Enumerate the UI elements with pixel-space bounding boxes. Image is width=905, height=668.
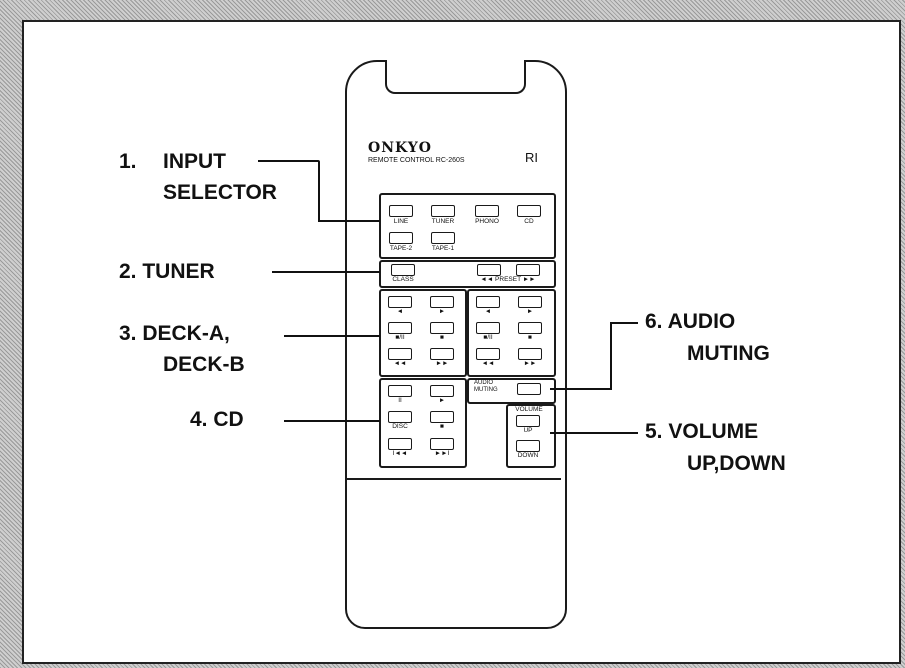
callout-tuner [272, 271, 380, 273]
cd-next-label: ►►I [434, 450, 450, 457]
label-input-line1: INPUT [163, 150, 226, 173]
label-volume-line2: UP,DOWN [687, 452, 786, 475]
volume-down-label: DOWN [517, 452, 539, 459]
deck-b-ff-button[interactable] [518, 348, 542, 360]
deck-b-rewind-button[interactable] [476, 348, 500, 360]
deck-a-reverse-label: ◄ [396, 308, 404, 315]
deck-a-stop-button[interactable] [430, 322, 454, 334]
deck-a-ff-label: ►► [435, 360, 449, 367]
phono-label: PHONO [475, 218, 499, 225]
brand-logo: ONKYO [368, 140, 432, 156]
line-button[interactable] [389, 205, 413, 217]
callout-volume [550, 432, 638, 434]
cd-stop-button[interactable] [430, 411, 454, 423]
callout-cd [284, 420, 380, 422]
class-button[interactable] [391, 264, 415, 276]
deck-b-stop-label: ■ [528, 334, 532, 341]
deck-b-reverse-label: ◄ [484, 308, 492, 315]
preset-down-button[interactable] [477, 264, 501, 276]
deck-b-pause-button[interactable] [476, 322, 500, 334]
cd-input-button[interactable] [517, 205, 541, 217]
deck-a-play-button[interactable] [430, 296, 454, 308]
muting-section [467, 378, 556, 404]
audio-muting-button[interactable] [517, 383, 541, 395]
cd-disc-button[interactable] [388, 411, 412, 423]
ri-logo: RI [525, 150, 538, 165]
label-input-number: 1. [119, 150, 137, 173]
volume-up-label: UP [523, 427, 533, 434]
deck-a-stop-label: ■ [440, 334, 444, 341]
cd-pause-label: II [398, 397, 402, 404]
callout-input-h1 [258, 160, 318, 162]
input-selector-section [379, 193, 556, 259]
remote-top-window [385, 60, 526, 94]
deck-b-ff-label: ►► [523, 360, 537, 367]
class-label: CLASS [392, 276, 414, 283]
deck-a-rewind-button[interactable] [388, 348, 412, 360]
callout-input-v [318, 160, 320, 222]
deck-b-stop-button[interactable] [518, 322, 542, 334]
cd-disc-label: DISC [392, 423, 408, 430]
tape1-label: TAPE-1 [431, 245, 455, 252]
label-tuner: 2. TUNER [119, 260, 215, 283]
tape2-label: TAPE-2 [389, 245, 413, 252]
cd-play-button[interactable] [430, 385, 454, 397]
volume-section [506, 404, 556, 468]
label-muting-line1: 6. AUDIO [645, 310, 736, 333]
callout-deck [284, 335, 380, 337]
cd-stop-label: ■ [440, 423, 444, 430]
label-cd: 4. CD [190, 408, 244, 431]
volume-header: VOLUME [515, 406, 543, 413]
phono-button[interactable] [475, 205, 499, 217]
cd-play-label: ► [438, 397, 446, 404]
label-input-line2: SELECTOR [163, 181, 277, 204]
deck-a-ff-button[interactable] [430, 348, 454, 360]
tape2-button[interactable] [389, 232, 413, 244]
label-muting-line2: MUTING [687, 342, 770, 365]
remote-bottom-divider [347, 478, 561, 480]
cd-input-label: CD [524, 218, 534, 225]
preset-label: ◄◄ PRESET ►► [480, 276, 536, 283]
cd-prev-label: I◄◄ [392, 450, 408, 457]
deck-b-pause-label: ■/II [483, 334, 493, 341]
deck-a-reverse-button[interactable] [388, 296, 412, 308]
cd-prev-button[interactable] [388, 438, 412, 450]
tuner-label: TUNER [431, 218, 455, 225]
muting-label: AUDIO MUTING [474, 380, 498, 393]
deck-b-reverse-button[interactable] [476, 296, 500, 308]
preset-up-button[interactable] [516, 264, 540, 276]
callout-muting-h1 [550, 388, 610, 390]
volume-up-button[interactable] [516, 415, 540, 427]
cd-pause-button[interactable] [388, 385, 412, 397]
deck-b-play-button[interactable] [518, 296, 542, 308]
model-label: REMOTE CONTROL RC-260S [368, 157, 465, 164]
tuner-button[interactable] [431, 205, 455, 217]
line-label: LINE [393, 218, 409, 225]
deck-a-pause-label: ■/II [395, 334, 405, 341]
callout-muting-h2 [610, 322, 638, 324]
deck-a-play-label: ► [438, 308, 446, 315]
deck-a-rewind-label: ◄◄ [393, 360, 407, 367]
cd-next-button[interactable] [430, 438, 454, 450]
label-deck-line1: 3. DECK-A, [119, 322, 230, 345]
deck-a-pause-button[interactable] [388, 322, 412, 334]
label-deck-line2: DECK-B [163, 353, 245, 376]
deck-b-play-label: ► [526, 308, 534, 315]
tape1-button[interactable] [431, 232, 455, 244]
volume-down-button[interactable] [516, 440, 540, 452]
callout-input-h2 [318, 220, 380, 222]
label-volume-line1: 5. VOLUME [645, 420, 759, 443]
callout-muting-v [610, 322, 612, 390]
deck-b-rewind-label: ◄◄ [481, 360, 495, 367]
